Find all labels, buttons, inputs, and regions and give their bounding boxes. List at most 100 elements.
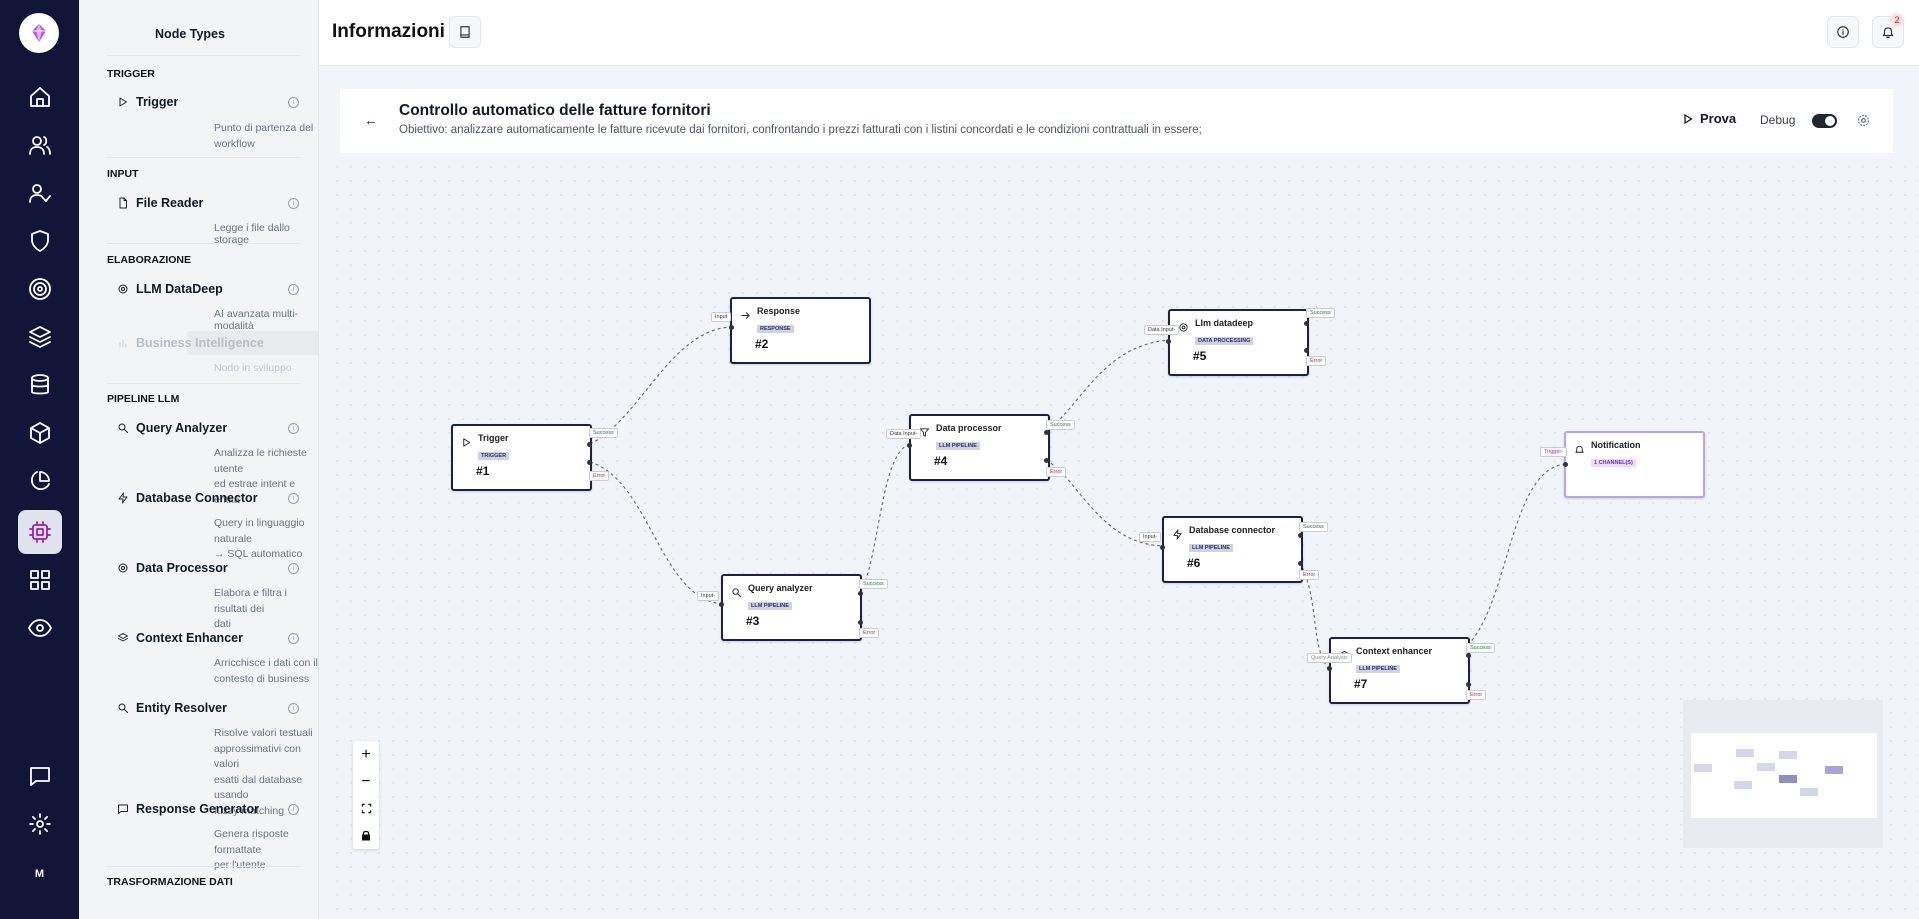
port-data-input[interactable]: Data Input- [1144,325,1180,335]
pie-chart-icon[interactable] [18,459,62,503]
port-error[interactable]: Error [859,628,880,638]
zoom-out-button[interactable]: − [361,772,371,790]
target-icon[interactable] [18,267,62,311]
port-data-input[interactable]: Data Input- [886,429,922,439]
handle-dot[interactable] [1563,462,1568,467]
workflow-canvas[interactable] [330,160,1919,919]
run-button[interactable]: Prova [1682,111,1736,126]
port-error[interactable]: Error [1306,356,1327,366]
bar-chart-icon [119,339,127,348]
handle-dot[interactable] [858,591,863,596]
bell-icon [1882,27,1894,38]
lock-button[interactable] [353,822,379,849]
port-success[interactable]: Success [1306,308,1335,318]
divider [107,866,300,867]
handle-dot[interactable] [719,602,724,607]
port-error[interactable]: Error [1466,690,1487,700]
shield-icon[interactable] [18,219,62,263]
fit-view-button[interactable] [353,795,379,822]
node-badge: RESPONSE [757,325,794,333]
port-error[interactable]: Error [1299,570,1320,580]
port-input[interactable]: Input- [1139,532,1162,542]
port-success[interactable]: Success [1466,643,1495,653]
info-icon[interactable]: i [288,702,299,714]
handle-dot[interactable] [1298,533,1303,538]
port-success[interactable]: Success [1046,420,1075,430]
handle-dot[interactable] [1044,430,1049,435]
home-icon[interactable] [18,75,62,119]
minimap-node [1736,749,1754,757]
minimap-node [1694,764,1712,772]
info-icon[interactable]: i [288,803,299,815]
settings-icon[interactable] [18,802,62,846]
port-input[interactable]: Input [711,312,732,322]
chat-icon[interactable] [18,754,62,798]
handle-dot[interactable] [907,443,912,448]
info-icon[interactable]: i [288,96,299,108]
info-icon[interactable]: i [288,197,299,209]
info-icon[interactable]: i [288,492,299,504]
port-trigger[interactable]: Trigger- [1540,447,1568,457]
back-button[interactable]: ← [364,112,378,128]
book-button[interactable] [449,16,481,48]
info-icon[interactable]: i [288,562,299,574]
port-success[interactable]: Success [589,428,618,438]
app-logo[interactable] [19,13,59,53]
port-success[interactable]: Success [859,579,888,589]
handle-dot[interactable] [1304,348,1309,353]
handle-dot[interactable] [729,325,734,330]
port-input[interactable]: Input- [697,591,720,601]
handle-dot[interactable] [1466,682,1471,687]
handle-dot[interactable] [1304,321,1309,326]
port-error[interactable]: Error [1046,467,1067,477]
handle-dot[interactable] [1298,561,1303,566]
database-icon[interactable] [18,363,62,407]
user-avatar[interactable]: M [34,868,45,880]
handle-dot[interactable] [1166,339,1171,344]
user-check-icon[interactable] [18,171,62,215]
handle-dot[interactable] [1160,545,1165,550]
handle-dot[interactable] [587,442,592,447]
cube-icon[interactable] [18,411,62,455]
eye-icon[interactable] [18,606,62,650]
minimap[interactable] [1683,700,1883,848]
handle-dot[interactable] [587,460,592,465]
layers-icon[interactable] [18,315,62,359]
workflow-settings-icon[interactable] [1856,113,1871,128]
port-success[interactable]: Success [1299,522,1328,532]
node-title: Trigger [478,433,509,443]
info-icon[interactable]: i [288,632,299,644]
grid-icon[interactable] [18,558,62,602]
port-query-analysis[interactable]: Query Analysis [1307,653,1352,663]
handle-dot[interactable] [1327,666,1332,671]
info-button[interactable] [1827,16,1859,48]
zoom-in-button[interactable]: + [361,745,371,763]
chip-icon[interactable] [18,510,62,554]
handle-dot[interactable] [858,620,863,625]
handle-dot[interactable] [1044,458,1049,463]
port-error[interactable]: Error [589,471,610,481]
node-badge: 1 CHANNEL(S) [1591,459,1636,467]
debug-toggle[interactable] [1812,114,1837,128]
info-icon[interactable]: i [288,422,299,434]
handle-dot[interactable] [1466,653,1471,658]
users-icon[interactable] [18,123,62,167]
info-icon[interactable]: i [288,283,299,295]
